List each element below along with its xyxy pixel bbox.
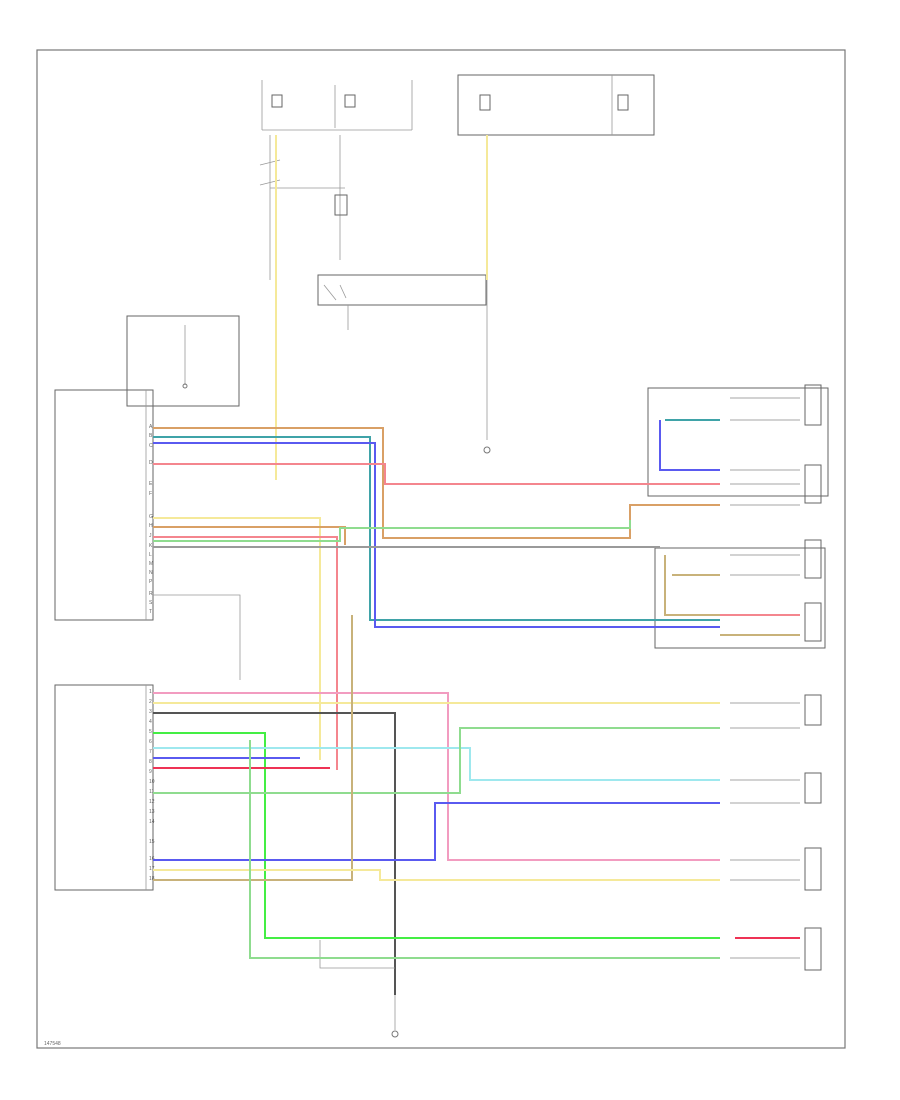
amplifier-pins: 1 2 3 4 5 6 7 8 9 10 11 12 13 14 15 16 1… [149, 689, 155, 882]
svg-text:6: 6 [149, 739, 152, 745]
svg-text:12: 12 [149, 799, 155, 805]
speaker-connectors [647, 384, 829, 971]
wire-lightgreen-amp [249, 740, 720, 959]
svg-text:5: 5 [149, 729, 152, 735]
radio-pins: A B C D E F G H J K L M N P R S T [149, 424, 153, 615]
svg-text:P: P [149, 579, 153, 585]
relay-box [317, 274, 487, 330]
svg-text:10: 10 [149, 779, 155, 785]
svg-text:D: D [149, 460, 153, 466]
amplifier-unit [54, 684, 154, 891]
wire-tan-amp [153, 615, 353, 881]
wire-yellow-amp-2 [153, 869, 720, 881]
fuse-block-right [457, 74, 655, 136]
svg-text:2: 2 [149, 699, 152, 705]
svg-text:7: 7 [149, 749, 152, 755]
svg-text:N: N [149, 570, 153, 576]
ground-right [483, 280, 491, 454]
diagram-frame [36, 49, 846, 1049]
svg-text:3: 3 [149, 709, 152, 715]
wire-red-radio [153, 463, 720, 485]
svg-text:17: 17 [149, 866, 155, 872]
wire-tan-lt [664, 555, 720, 616]
wire-ground-bus [319, 940, 395, 969]
wire-pink-amp [153, 692, 720, 861]
svg-text:H: H [149, 523, 153, 529]
svg-text:E: E [149, 481, 153, 487]
wire-orange-radio [153, 427, 720, 539]
wire-yellow-radio-2 [153, 517, 321, 760]
wire-blue-tweeter [659, 420, 720, 471]
svg-text:18: 18 [149, 876, 155, 882]
svg-text:C: C [149, 443, 153, 449]
svg-text:11: 11 [149, 789, 154, 795]
wire-green-radio [153, 520, 631, 542]
svg-text:16: 16 [149, 856, 155, 862]
svg-text:1: 1 [149, 689, 152, 695]
diagram-code: 147548 [44, 1041, 61, 1047]
svg-text:T: T [149, 609, 152, 615]
speaker-terminals [730, 397, 800, 959]
svg-text:J: J [149, 533, 152, 539]
svg-text:F: F [149, 491, 152, 497]
wire-blue-amp-2 [153, 802, 720, 861]
svg-text:15: 15 [149, 839, 155, 845]
wire-amp-ground [153, 594, 241, 680]
svg-text:13: 13 [149, 809, 155, 815]
svg-text:14: 14 [149, 819, 155, 825]
wire-dark-amp [153, 712, 396, 995]
svg-text:B: B [149, 433, 153, 439]
svg-text:9: 9 [149, 769, 152, 775]
wire-cyan-amp [153, 747, 720, 781]
cd-changer-box [126, 315, 240, 407]
wire-brightgreen-amp [153, 732, 720, 939]
svg-text:R: R [149, 591, 153, 597]
wire-green-amp [153, 727, 720, 794]
ignition-switch [259, 135, 348, 280]
svg-text:A: A [149, 424, 153, 430]
svg-text:L: L [149, 552, 152, 558]
svg-text:G: G [149, 514, 153, 520]
radio-unit [54, 389, 154, 621]
ground-bottom [391, 995, 399, 1038]
svg-text:M: M [149, 561, 153, 567]
svg-text:K: K [149, 543, 153, 549]
wire-red-radio-2 [153, 536, 338, 770]
fuse-block-left [261, 80, 413, 131]
svg-text:S: S [149, 600, 153, 606]
svg-text:8: 8 [149, 759, 152, 765]
wire-blue-radio [153, 442, 720, 628]
svg-text:4: 4 [149, 719, 152, 725]
